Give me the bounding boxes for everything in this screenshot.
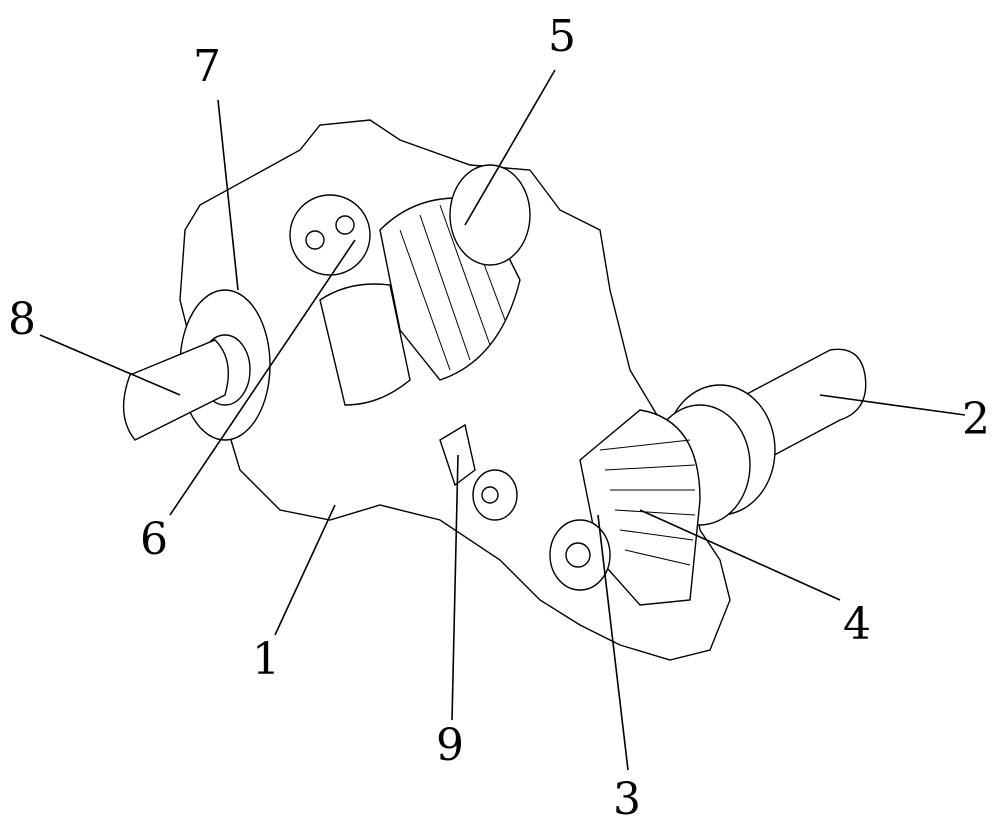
label-3: 3	[613, 778, 641, 822]
label-1: 1	[252, 638, 280, 682]
bearing-top	[450, 165, 530, 265]
label-7: 7	[193, 45, 221, 89]
label-6: 6	[140, 518, 168, 562]
leader-1	[275, 505, 335, 635]
small-gear	[290, 195, 370, 275]
label-5: 5	[548, 15, 576, 59]
label-9: 9	[436, 724, 464, 768]
label-8: 8	[8, 298, 36, 342]
label-2: 2	[962, 398, 990, 442]
label-4: 4	[843, 603, 871, 647]
